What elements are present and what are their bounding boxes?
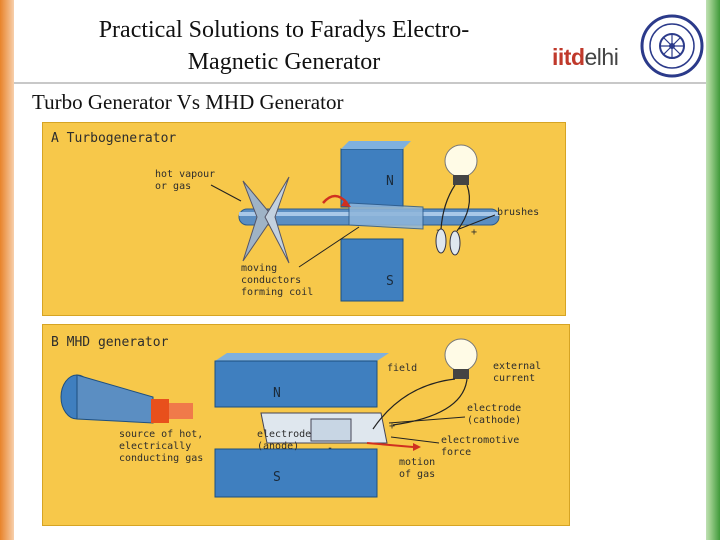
mhd-pole-n-label: N [273,386,281,401]
nozzle [76,374,154,424]
label-moving-3: forming coil [241,287,313,298]
label-anode-2: (anode) [257,441,299,452]
slip-ring-2 [449,230,461,256]
label-cathode-2: (cathode) [467,415,521,426]
slide-subtitle: Turbo Generator Vs MHD Generator [32,90,344,114]
mhd-bulb-icon [444,338,478,372]
slide: Practical Solutions to Faradys Electro- … [14,0,706,540]
hot-gas-flow [151,399,169,423]
magnet-south [340,238,404,302]
mhd-magnet-south [214,448,378,498]
pointer-cathode [388,416,466,424]
bulb-icon [444,144,478,178]
mhd-pole-s-label: S [273,470,281,485]
label-brushes: brushes [497,207,539,218]
turbine-blade [242,180,274,262]
label-moving-1: moving [241,263,277,274]
label-field: field [387,363,417,374]
label-hot-vapour-1: hot vapour [155,169,215,180]
label-motion-2: of gas [399,469,435,480]
motion-arrow [366,442,414,448]
turbogenerator-illustration: A Turbogenerator N S [51,131,539,302]
electrode [310,418,352,442]
iitd-logo-wordmark: iitdelhi [552,44,619,71]
mhd-generator-diagram: B MHD generator N S [42,324,570,526]
mhd-wire-2 [392,378,468,426]
pointer-moving [298,226,360,268]
label-emf-1: electromotive [441,435,519,446]
label-electrode-minus: - [327,443,333,454]
pointer-brushes [458,214,496,230]
turbine-blade-2 [264,176,290,264]
label-external-1: external [493,361,541,372]
label-emf-2: force [441,447,471,458]
motion-arrow-head [413,443,421,451]
header-divider [14,82,706,84]
mhd-magnet-north-top [215,353,389,361]
diagram-a-title: A Turbogenerator [51,131,176,146]
label-hot-vapour-2: or gas [155,181,191,192]
title-line-2: Magnetic Generator [187,49,381,75]
pointer-emf [390,436,440,444]
bulb-base [453,175,469,185]
title-line-1: Practical Solutions to Faradys Electro- [98,17,470,43]
pole-n-label: N [386,174,394,189]
pointer-hot-vapour [210,184,242,202]
rotation-arrow-head [341,199,351,207]
coil [348,202,424,230]
slide-title: Practical Solutions to Faradys Electro- … [54,14,514,78]
label-motion-1: motion [399,457,435,468]
magnet-north-top [341,141,411,149]
label-cathode-1: electrode [467,403,521,414]
mhd-magnet-north [214,360,378,408]
wire-1 [440,184,456,230]
label-source-1: source of hot, [119,429,203,440]
label-source-2: electrically [119,441,191,452]
turbogenerator-diagram: A Turbogenerator N S [42,122,566,316]
gas-jet [169,403,193,419]
mhd-generator-illustration: B MHD generator N S [51,335,541,498]
label-anode-1: electrode [257,429,311,440]
mhd-wire-1 [372,378,456,430]
institute-seal-icon [640,14,704,78]
label-brush-plus: + [471,227,477,238]
logo-wordmark-part-2: elhi [584,44,619,70]
logo-wordmark-part-1: iitd [552,44,585,70]
label-moving-2: conductors [241,275,301,286]
wire-2 [456,184,470,232]
mhd-bulb-base [453,369,469,379]
label-brush-minus: - [435,225,441,236]
diagram-b-title: B MHD generator [51,335,169,350]
pole-s-label: S [386,274,394,289]
label-electrode-plus: + [389,421,395,432]
label-external-2: current [493,373,535,384]
label-source-3: conducting gas [119,453,203,464]
